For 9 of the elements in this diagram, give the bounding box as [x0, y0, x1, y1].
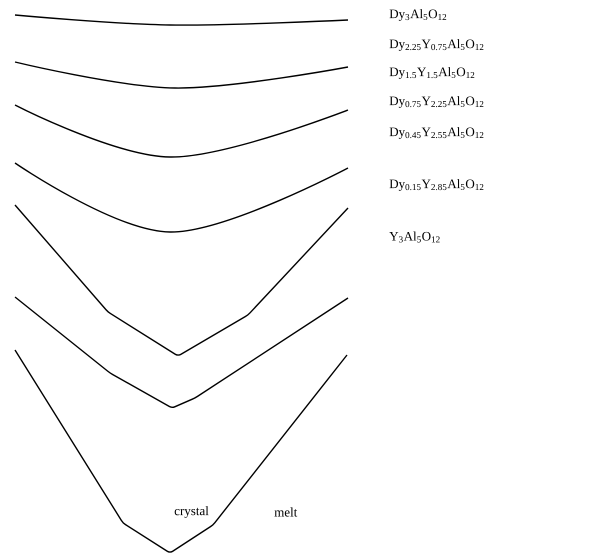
formula-label: Dy$_{0.15}$Y$_{2.85}$Al$_{5}$O$_{12}$: [390, 179, 484, 191]
formula-label: Y$_{3}$Al$_{5}$O$_{12}$: [389, 232, 440, 242]
formula-label: Dy$_{0.45}$Y$_{2.55}$Al$_{5}$O$_{12}$: [390, 127, 484, 139]
region-label: melt: [274, 507, 298, 517]
formula-label: Dy$_{2.25}$Y$_{0.75}$Al$_{5}$O$_{12}$: [390, 39, 484, 51]
region-label: crystal: [174, 506, 209, 518]
formula-label: Dy$_{0.75}$Y$_{2.25}$Al$_{5}$O$_{12}$: [390, 96, 484, 108]
formula-label: Dy$_{3}$Al$_{5}$O$_{12}$: [390, 9, 446, 21]
formula-label: Dy$_{1.5}$Y$_{1.5}$Al$_{5}$O$_{12}$: [390, 67, 474, 79]
